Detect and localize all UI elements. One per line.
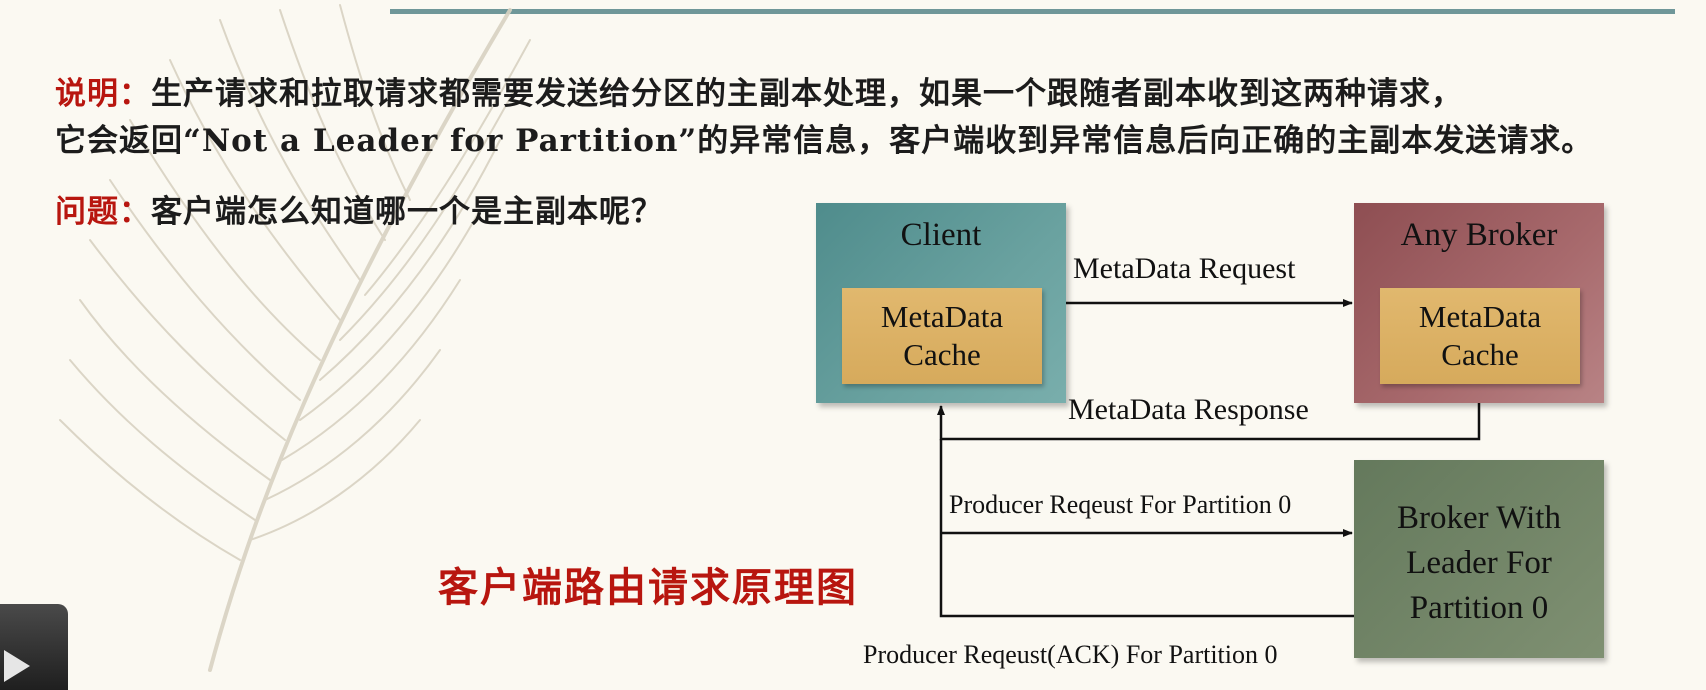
diagram-title: 客户端路由请求原理图 <box>438 564 858 611</box>
leader-broker-line-3: Partition 0 <box>1409 590 1549 626</box>
client-box: Client MetaData Cache <box>816 203 1066 403</box>
client-cache-line-2: Cache <box>903 337 981 372</box>
explanation-label: 说明： <box>55 76 151 112</box>
client-title: Client <box>900 217 982 253</box>
question-line: 问题：客户端怎么知道哪一个是主副本呢？ <box>55 186 663 231</box>
leader-broker-line-2: Leader For <box>1406 545 1552 581</box>
broker-cache-box: MetaData Cache <box>1380 288 1580 384</box>
play-icon <box>4 650 30 682</box>
producer-request-label: Producer Reqeust For Partition 0 <box>949 490 1292 519</box>
explanation-line-2: 它会返回“Not a Leader for Partition”的异常信息，客户… <box>55 115 1593 160</box>
explanation-text-2: 它会返回“Not a Leader for Partition”的异常信息，客户… <box>55 123 1594 159</box>
producer-ack-line <box>939 439 1354 618</box>
client-cache-box: MetaData Cache <box>842 288 1042 384</box>
leader-broker-line-1: Broker With <box>1397 500 1561 536</box>
question-label: 问题： <box>55 194 151 230</box>
explanation-line-1: 说明：生产请求和拉取请求都需要发送给分区的主副本处理，如果一个跟随者副本收到这两… <box>55 68 1463 113</box>
broker-cache-line-1: MetaData <box>1418 299 1542 334</box>
explanation-text-1: 生产请求和拉取请求都需要发送给分区的主副本处理，如果一个跟随者副本收到这两种请求… <box>151 76 1463 112</box>
play-button[interactable] <box>0 604 68 690</box>
any-broker-box: Any Broker MetaData Cache <box>1354 203 1604 403</box>
producer-ack-label: Producer Reqeust(ACK) For Partition 0 <box>863 640 1278 669</box>
leader-broker-box: Broker With Leader For Partition 0 <box>1354 460 1604 658</box>
question-text: 客户端怎么知道哪一个是主副本呢？ <box>151 194 663 230</box>
metadata-response-label: MetaData Response <box>1068 393 1309 426</box>
metadata-response-arrow <box>937 403 1481 441</box>
feather-icon <box>59 4 531 672</box>
metadata-request-label: MetaData Request <box>1073 252 1296 285</box>
any-broker-title: Any Broker <box>1400 217 1558 253</box>
top-rule <box>390 9 1675 14</box>
broker-cache-line-2: Cache <box>1441 337 1519 372</box>
client-cache-line-1: MetaData <box>880 299 1004 334</box>
